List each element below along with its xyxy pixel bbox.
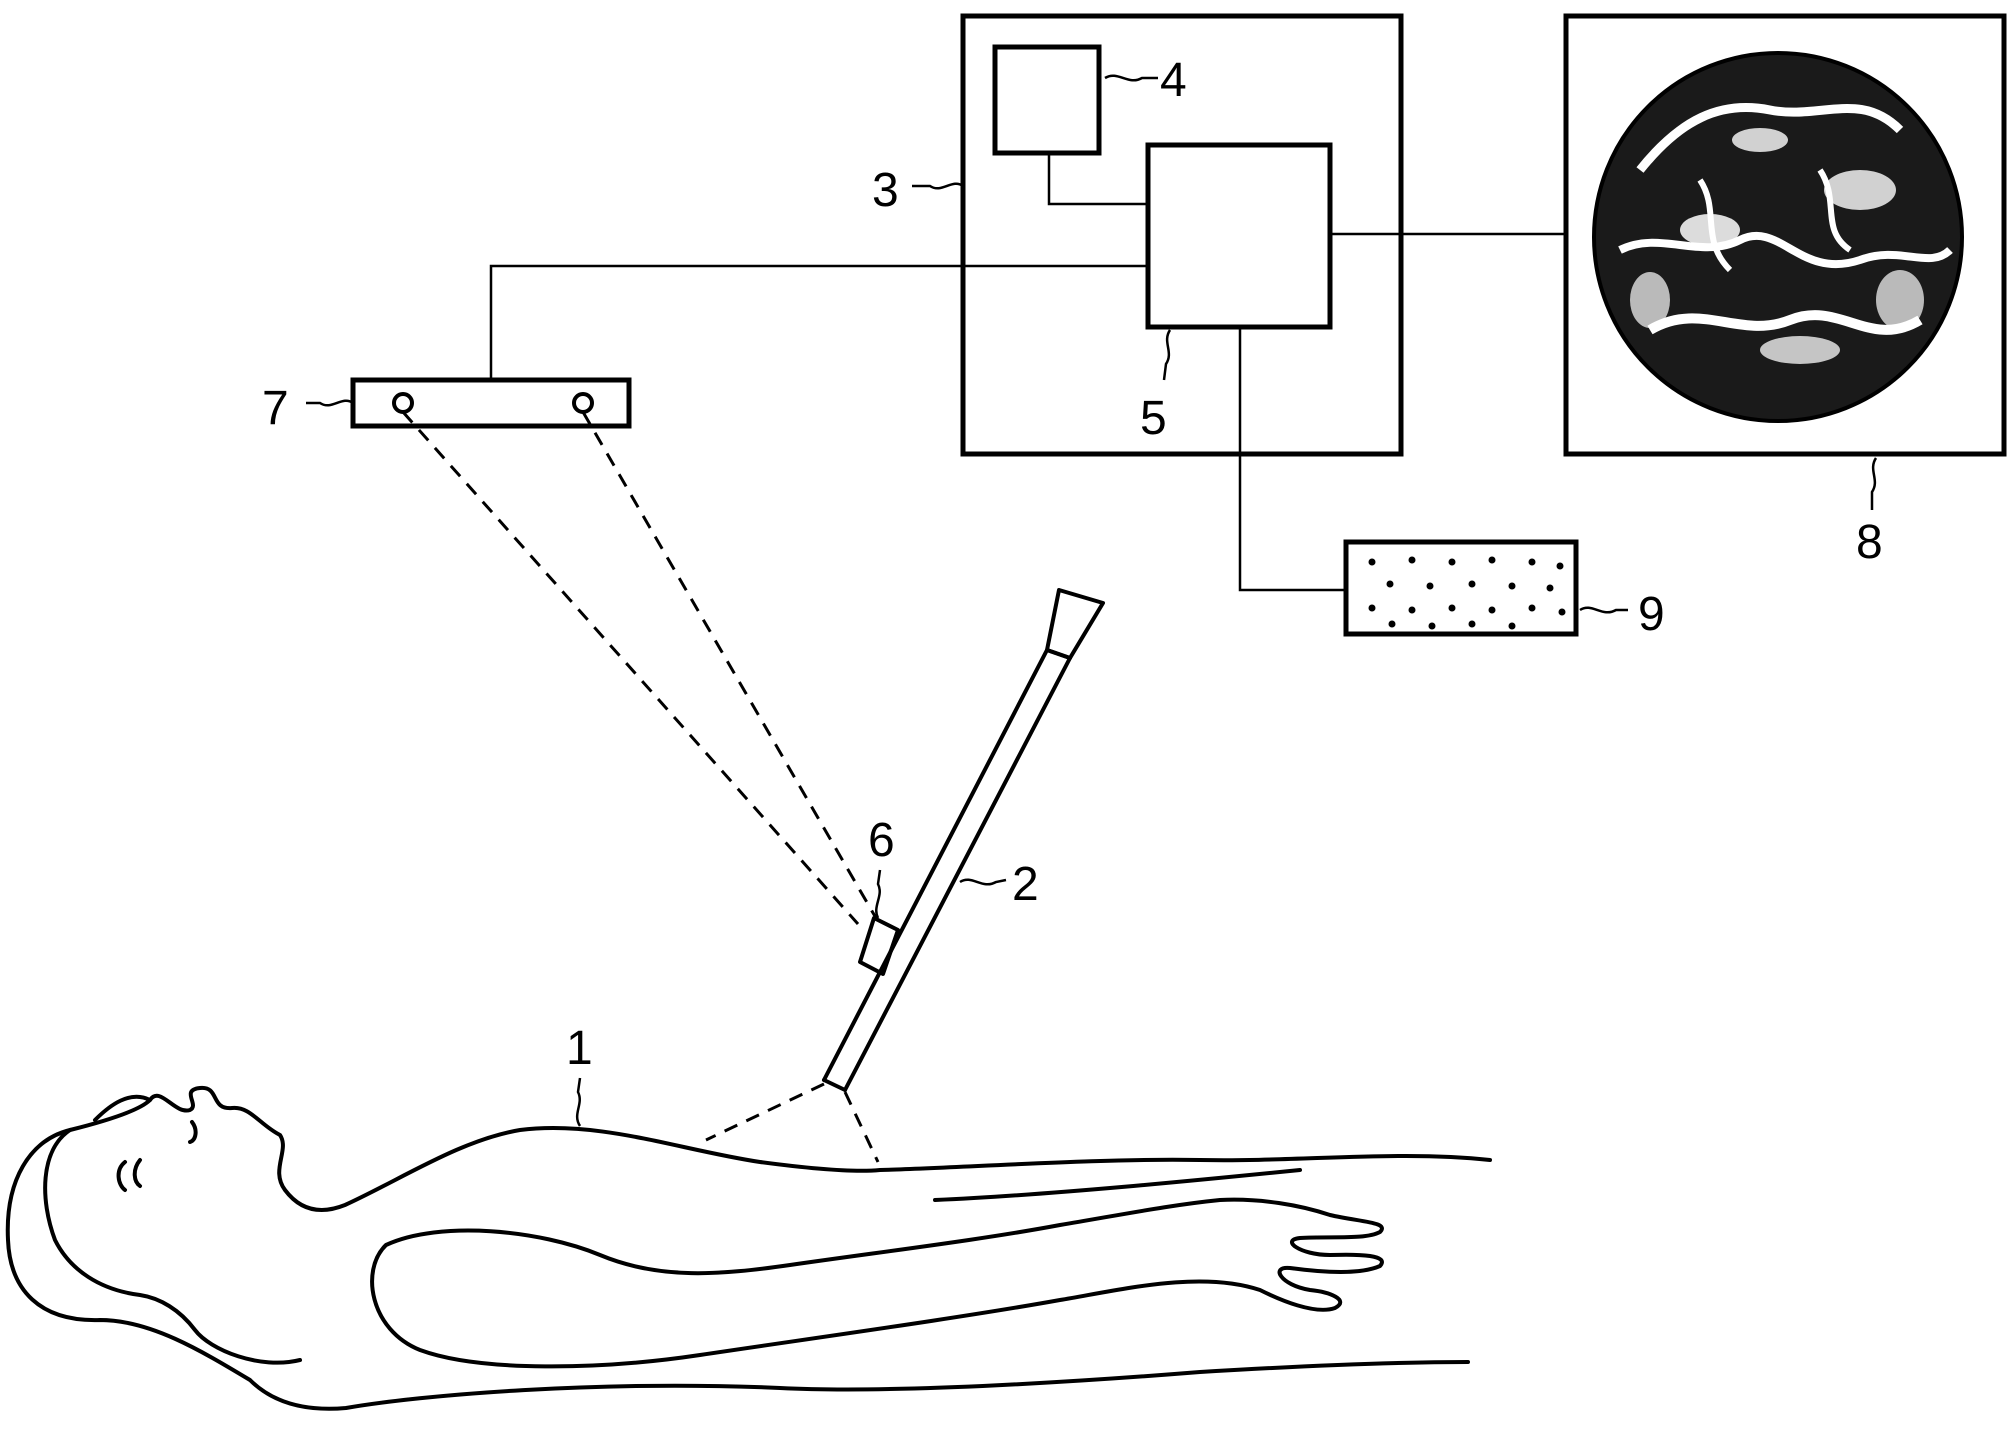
leader-2: [960, 880, 1006, 885]
unit-4-box: [995, 47, 1099, 153]
patient-face: [45, 1130, 300, 1363]
view-cone-left: [706, 1084, 824, 1140]
camera-lens-left: [394, 394, 412, 412]
unit-9-box: [1346, 542, 1576, 634]
endoscope-2: [706, 590, 1103, 1162]
sight-line-left: [403, 412, 858, 924]
camera-lens-right: [574, 394, 592, 412]
leader-3: [912, 184, 963, 189]
label-5: 5: [1140, 392, 1167, 445]
leader-8: [1872, 458, 1876, 510]
leader-7: [306, 401, 353, 406]
patient-closed-eye: [190, 1122, 196, 1142]
label-1: 1: [566, 1022, 593, 1075]
leader-9: [1580, 608, 1628, 613]
label-9: 9: [1638, 588, 1665, 641]
patient-eye: [119, 1160, 140, 1190]
unit-9: [1346, 542, 1576, 634]
label-8: 8: [1856, 516, 1883, 569]
patient-arm: [372, 1200, 1382, 1367]
monitor-8: [1566, 16, 2004, 454]
patient-fold: [935, 1170, 1300, 1200]
leader-1: [577, 1078, 580, 1126]
leader-6: [876, 870, 880, 918]
endoscope-tip: [824, 1080, 845, 1090]
marker-6: [860, 918, 898, 974]
endoscope-eyepiece: [1047, 590, 1103, 658]
patient-body-outline: [8, 1088, 1490, 1409]
patient-1: [8, 1088, 1490, 1409]
label-4: 4: [1160, 54, 1187, 107]
view-cone-right: [845, 1092, 878, 1162]
label-2: 2: [1012, 858, 1039, 911]
unit-5-box: [1148, 145, 1330, 327]
label-3: 3: [872, 164, 899, 217]
label-7: 7: [262, 382, 289, 435]
label-6: 6: [868, 814, 895, 867]
